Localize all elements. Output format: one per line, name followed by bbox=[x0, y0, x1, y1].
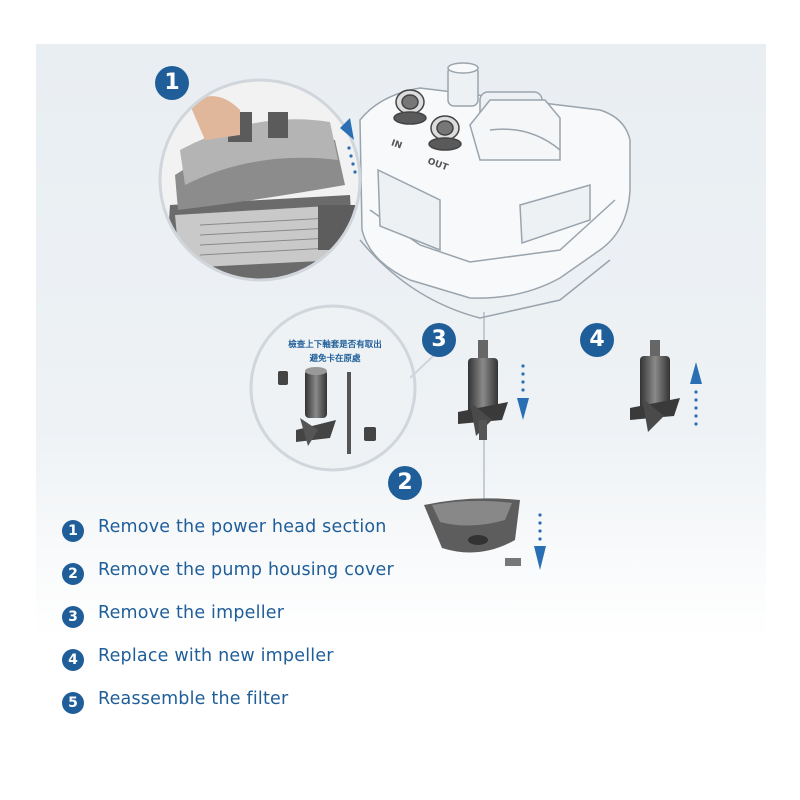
step-number: 3 bbox=[62, 606, 84, 628]
port-connectors bbox=[393, 89, 462, 151]
list-item: 5 Reassemble the filter bbox=[62, 687, 482, 730]
list-item: 3 Remove the impeller bbox=[62, 601, 482, 644]
step-badge-1: 1 bbox=[155, 66, 189, 100]
step-text: Remove the pump housing cover bbox=[98, 560, 394, 580]
filter-head bbox=[359, 62, 631, 319]
step-badge-4: 4 bbox=[580, 323, 614, 357]
step-list: 1 Remove the power head section 2 Remove… bbox=[62, 515, 482, 730]
step-number: 2 bbox=[62, 563, 84, 585]
step-number: 1 bbox=[62, 520, 84, 542]
list-item: 4 Replace with new impeller bbox=[62, 644, 482, 687]
arrow-down-icon bbox=[517, 364, 529, 420]
impeller-replace bbox=[630, 340, 680, 432]
bushing-inset bbox=[249, 304, 417, 472]
list-item: 2 Remove the pump housing cover bbox=[62, 558, 482, 601]
pump-housing-cover bbox=[424, 498, 521, 566]
step-badge-3: 3 bbox=[422, 323, 456, 357]
step-number: 5 bbox=[62, 692, 84, 714]
bushing-note-line-2: 避免卡在原處 bbox=[309, 354, 361, 364]
bushing-parts bbox=[278, 367, 376, 454]
list-item: 1 Remove the power head section bbox=[62, 515, 482, 558]
arrow-up-icon bbox=[340, 118, 357, 174]
step-badge-2: 2 bbox=[388, 466, 422, 500]
power-head-photo bbox=[160, 80, 360, 280]
impeller-remove bbox=[458, 340, 508, 440]
arrow-up-icon bbox=[690, 362, 702, 426]
step-text: Reassemble the filter bbox=[98, 689, 289, 709]
step-text: Remove the power head section bbox=[98, 517, 387, 537]
bushing-note-line-1: 檢查上下軸套是否有取出 bbox=[288, 340, 382, 350]
step-text: Replace with new impeller bbox=[98, 646, 334, 666]
step-text: Remove the impeller bbox=[98, 603, 285, 623]
step-number: 4 bbox=[62, 649, 84, 671]
arrow-down-icon bbox=[534, 513, 546, 570]
